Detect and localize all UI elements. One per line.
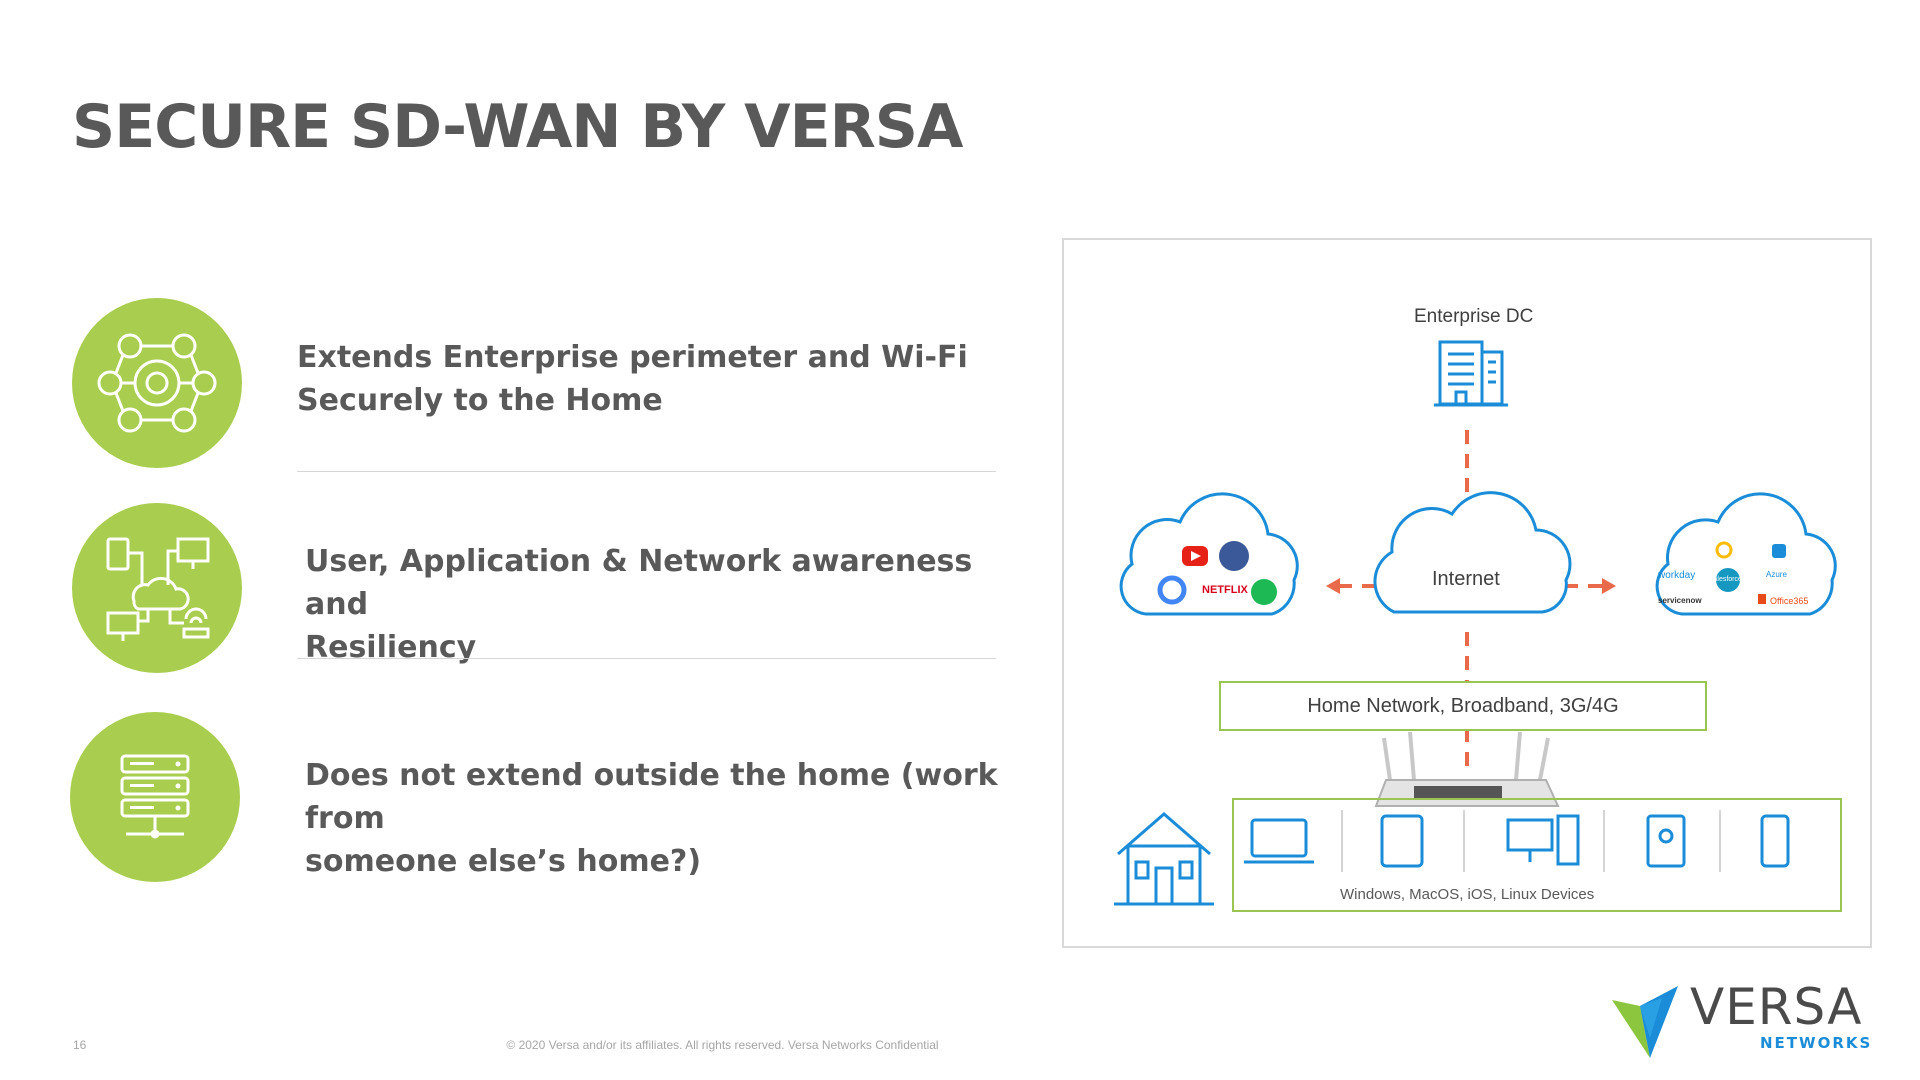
copyright-notice: © 2020 Versa and/or its affiliates. All … <box>506 1038 939 1052</box>
versa-logo: VERSA NETWORKS <box>1610 978 1870 1058</box>
versa-mark-icon <box>1612 986 1678 1058</box>
bullet-text-3: Does not extend outside the home (work f… <box>305 758 998 879</box>
divider <box>297 471 996 472</box>
home-network-box: Home Network, Broadband, 3G/4G <box>1219 681 1707 731</box>
connected-devices-cloud-icon <box>72 503 242 673</box>
workday-logo: workday <box>1658 570 1696 581</box>
netflix-logo: NETFLIX <box>1202 584 1248 596</box>
enterprise-dc-label: Enterprise DC <box>1414 306 1534 327</box>
salesforce-logo: salesforce <box>1710 576 1742 583</box>
internet-cloud <box>1373 491 1572 614</box>
slide-title: SECURE SD-WAN BY VERSA <box>72 92 963 162</box>
device-icons <box>1244 814 1790 868</box>
bullet-text-1: Extends Enterprise perimeter and Wi-Fi S… <box>297 340 968 418</box>
enterprise-cloud <box>1655 492 1837 616</box>
divider <box>297 658 996 659</box>
devices-box <box>1232 798 1842 912</box>
server-rack-icon <box>70 712 240 882</box>
enterprise-app-logos <box>1715 541 1786 604</box>
house-icon <box>1114 812 1214 906</box>
network-gear-icon <box>72 298 242 468</box>
bullet-text-2: User, Application & Network awareness an… <box>305 544 973 665</box>
network-diagram: Enterprise DC Internet NETFLIX workday s… <box>1062 238 1872 948</box>
azure-logo: Azure <box>1766 570 1787 579</box>
app-logos <box>1157 541 1277 605</box>
router-icon <box>1374 731 1560 807</box>
building-icon <box>1434 340 1508 407</box>
office365-logo: Office365 <box>1770 596 1809 606</box>
servicenow-logo: servicenow <box>1658 596 1702 605</box>
consumer-cloud <box>1119 492 1299 616</box>
devices-label: Windows, MacOS, iOS, Linux Devices <box>1340 886 1595 903</box>
page-number: 16 <box>73 1038 87 1052</box>
internet-label: Internet <box>1432 568 1500 590</box>
